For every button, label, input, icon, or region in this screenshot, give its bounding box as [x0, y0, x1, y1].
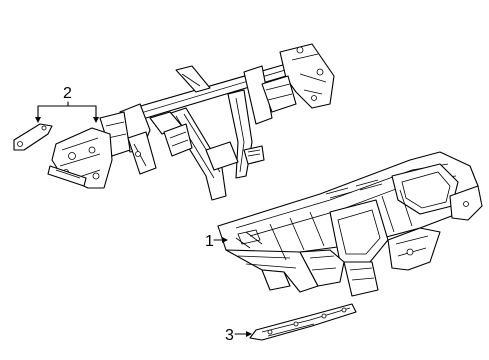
- callout-2-arrow-left: [35, 117, 41, 123]
- cross-car-beam: [13, 43, 335, 201]
- callout-3-arrow: [246, 331, 252, 337]
- callout-3: 3: [225, 327, 252, 344]
- callout-1: 1: [205, 233, 228, 250]
- callout-1-label: 1: [205, 233, 214, 250]
- lower-bracket: [249, 303, 357, 341]
- callout-2-arrow-right: [93, 117, 99, 123]
- callout-3-label: 3: [225, 327, 234, 344]
- callout-1-arrow: [222, 237, 228, 243]
- callout-2-label: 2: [63, 85, 72, 102]
- instrument-panel-carrier: [217, 151, 483, 297]
- callout-2: 2: [35, 85, 99, 123]
